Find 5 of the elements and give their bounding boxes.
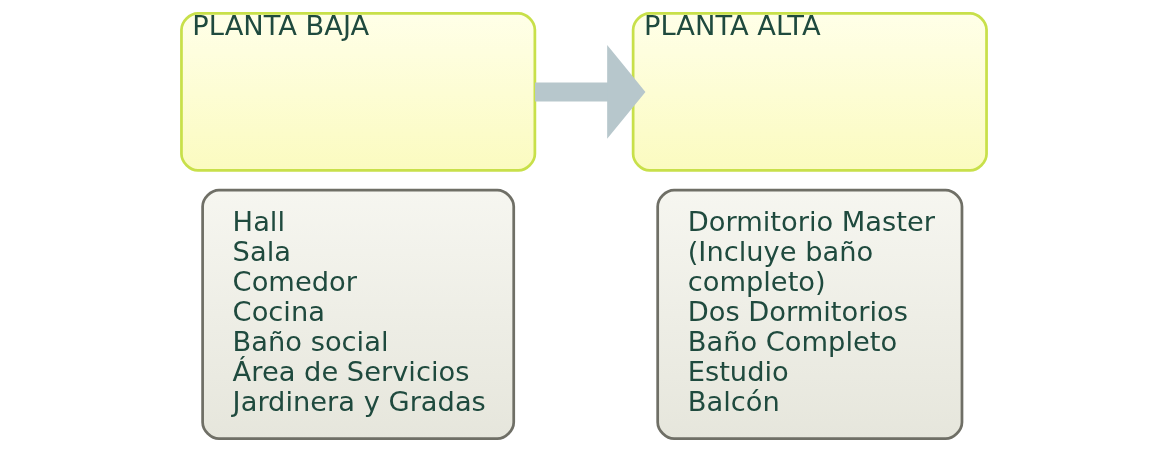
arrow — [534, 45, 645, 139]
node-box: Hall Sala Comedor Cocina Baño social Área de Servicios Jardinera y Gradas — [200, 188, 515, 440]
node-box: Dormitorio Master (Incluye baño completo) Dos Dormitorios Baño Completo Estudio Balcón — [655, 188, 963, 440]
node-box: PLANTA BAJA — [179, 12, 536, 172]
node-box: PLANTA ALTA — [631, 12, 988, 172]
